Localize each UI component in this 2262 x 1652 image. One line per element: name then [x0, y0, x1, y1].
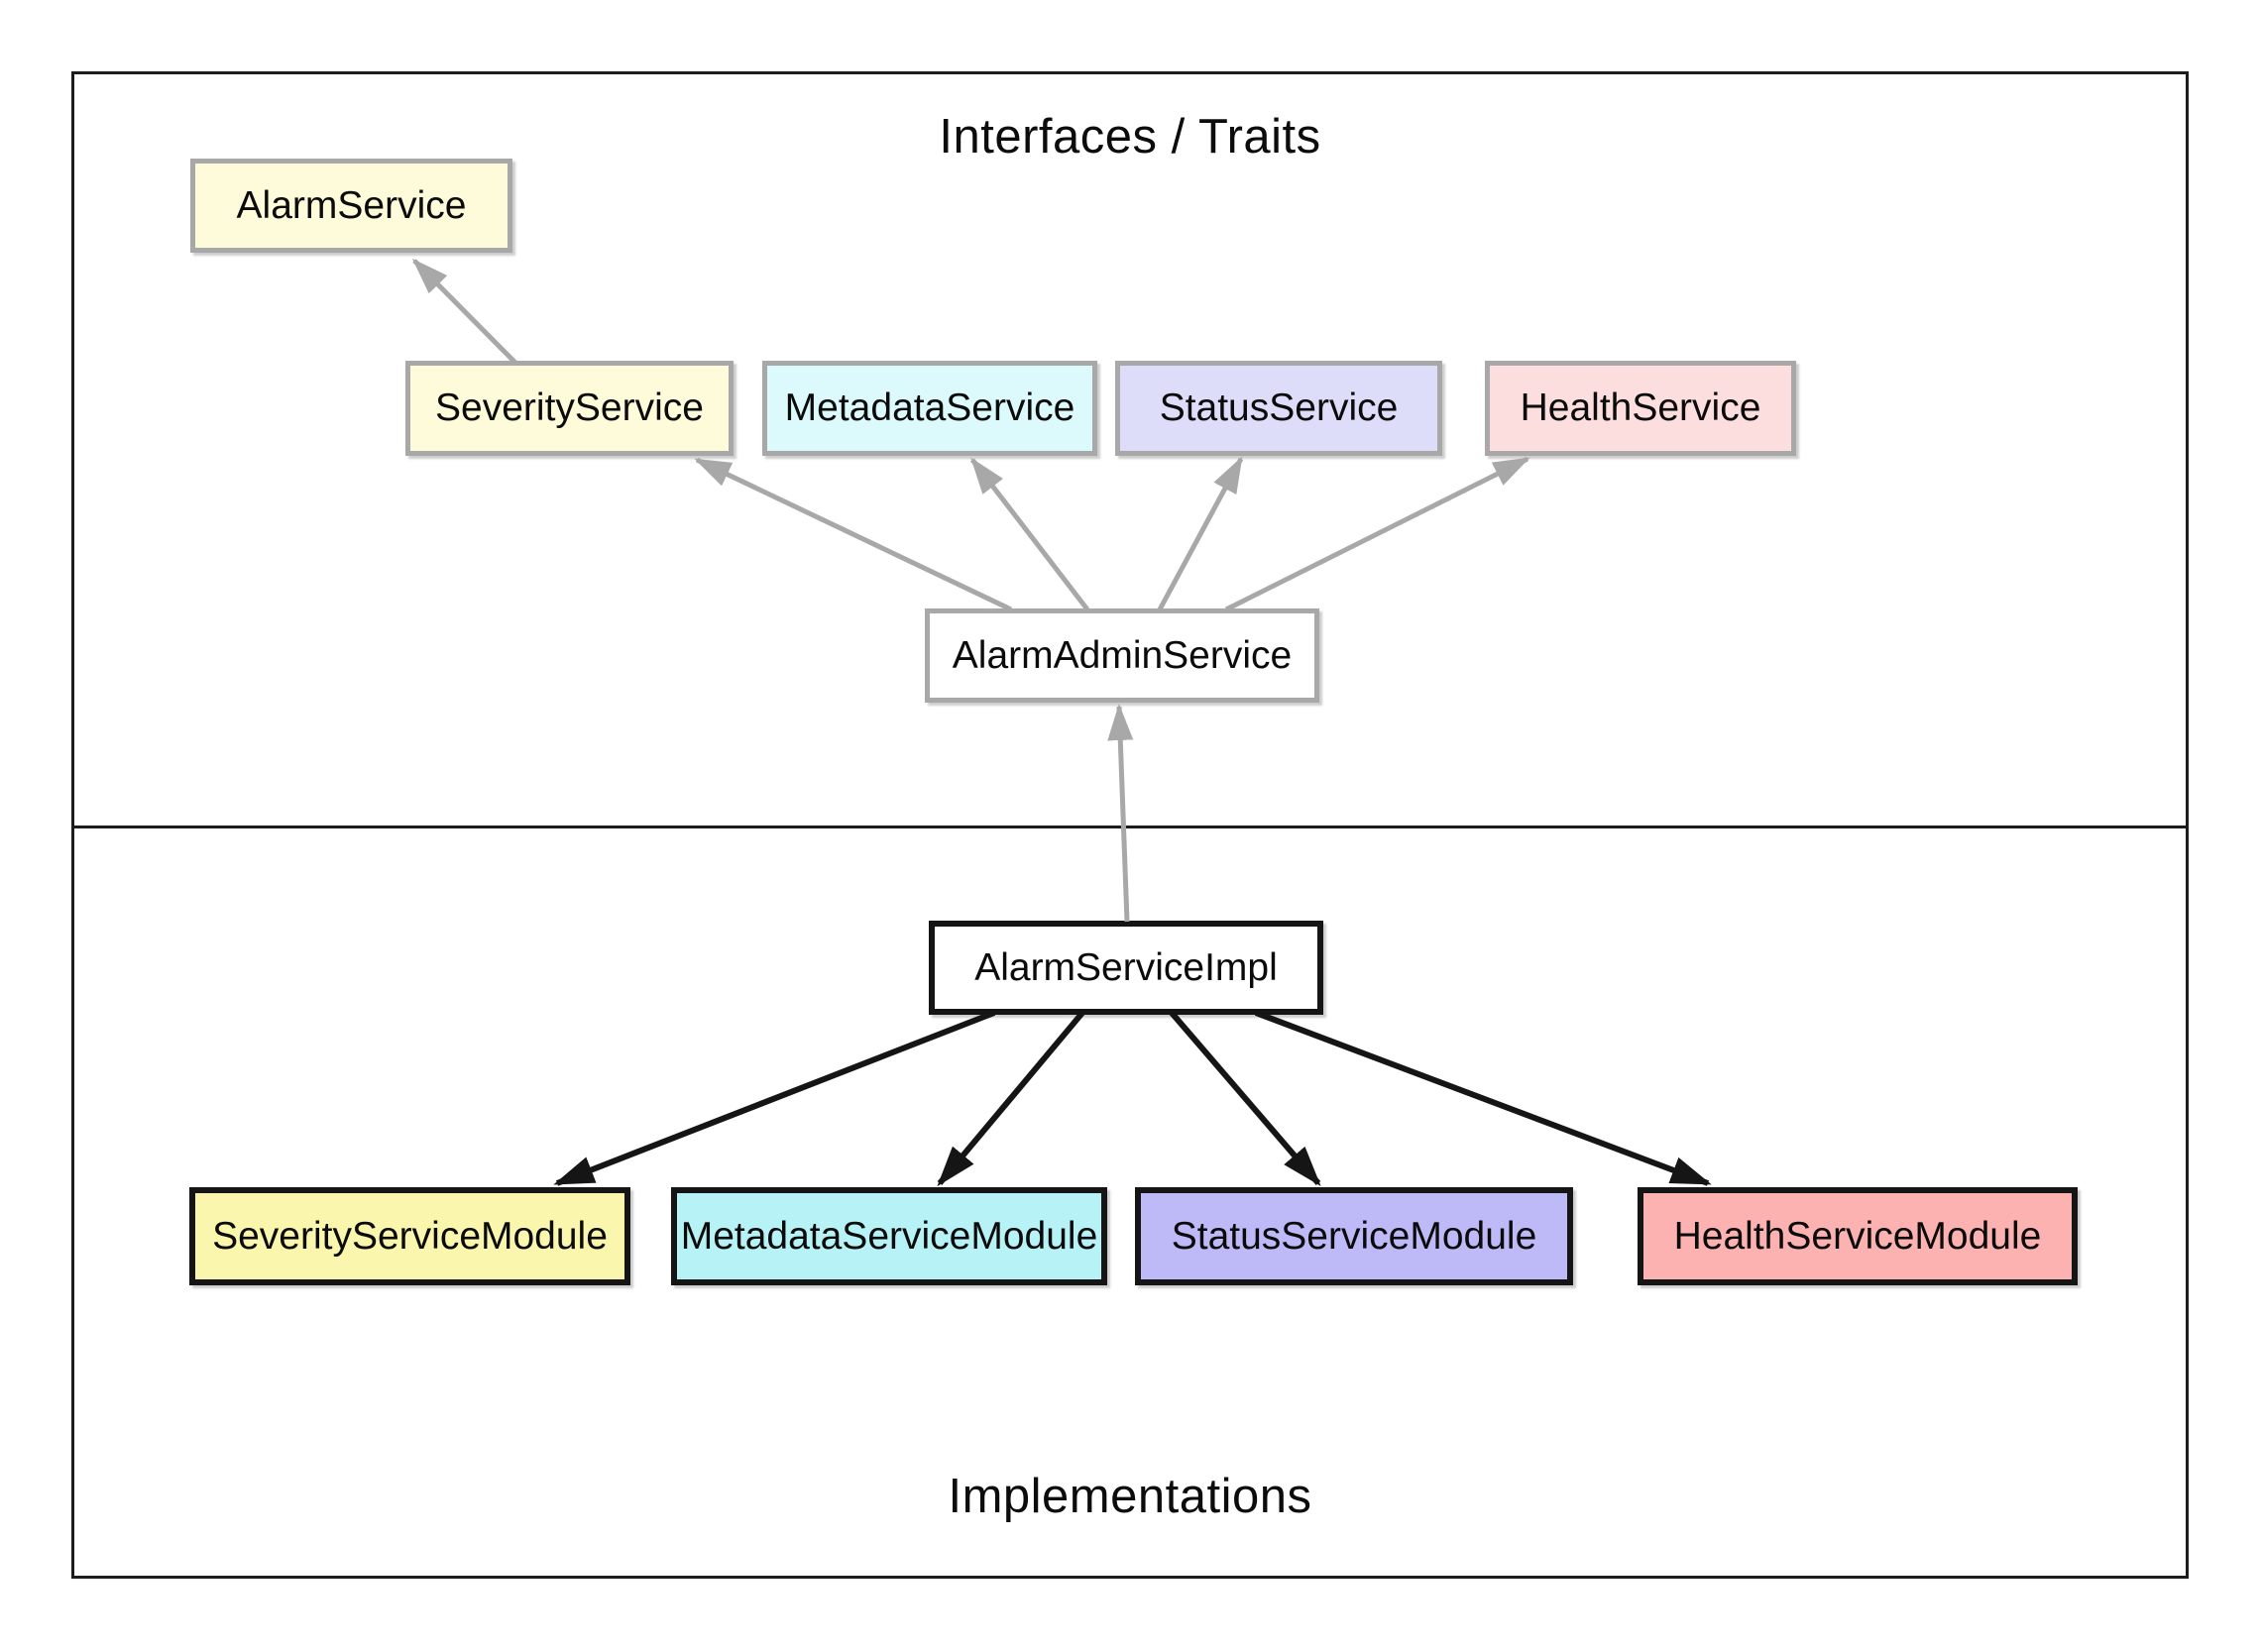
node-label: HealthService [1520, 386, 1761, 429]
node-label: MetadataService [784, 386, 1075, 429]
node-label: StatusService [1159, 386, 1399, 429]
node-label: HealthServiceModule [1673, 1214, 2042, 1258]
node-health-service-module: HealthServiceModule [1638, 1187, 2078, 1285]
node-severity-service-module: SeverityServiceModule [189, 1187, 630, 1285]
node-severity-service: SeverityService [405, 361, 734, 456]
node-alarm-admin-service: AlarmAdminService [925, 608, 1319, 703]
node-label: SeverityServiceModule [212, 1214, 608, 1258]
node-alarm-service-impl: AlarmServiceImpl [929, 921, 1323, 1015]
node-label: MetadataServiceModule [680, 1214, 1098, 1258]
node-status-service: StatusService [1115, 361, 1442, 456]
section-title-interfaces: Interfaces / Traits [939, 110, 1321, 164]
node-health-service: HealthService [1485, 361, 1796, 456]
node-metadata-service-module: MetadataServiceModule [671, 1187, 1107, 1285]
section-title-implementations: Implementations [948, 1470, 1312, 1523]
node-label: AlarmAdminService [952, 633, 1293, 677]
node-label: SeverityService [435, 386, 704, 429]
node-label: AlarmService [236, 183, 467, 227]
section-divider [71, 826, 2189, 828]
node-status-service-module: StatusServiceModule [1135, 1187, 1573, 1285]
node-metadata-service: MetadataService [762, 361, 1097, 456]
node-alarm-service: AlarmService [190, 159, 512, 253]
node-label: AlarmServiceImpl [974, 945, 1278, 989]
node-label: StatusServiceModule [1171, 1214, 1537, 1258]
